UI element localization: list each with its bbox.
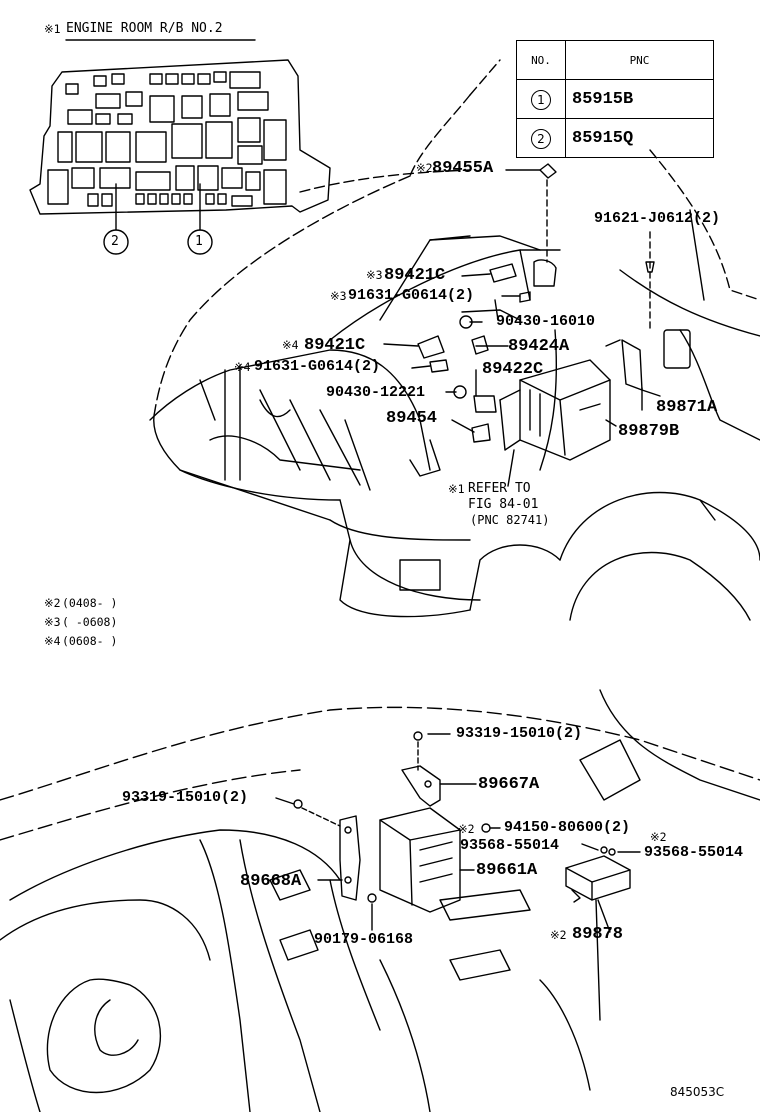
mark-89878: ※2	[550, 928, 567, 942]
mark-93568-b: ※2	[650, 830, 667, 844]
part-label-89661a: 89661A	[476, 861, 538, 880]
table-header-no: NO.	[516, 40, 566, 80]
mark-91631-a: ※3	[330, 289, 347, 303]
part-label-89424a: 89424A	[508, 337, 570, 356]
part-label-93319-b: 93319-15010(2)	[122, 789, 249, 806]
note-mark: ※3	[44, 615, 61, 629]
table-row: 2 85915Q	[516, 118, 714, 158]
mark-89421c-a: ※3	[366, 268, 383, 282]
refer-line-3: (PNC 82741)	[470, 513, 550, 527]
mark-89455a: ※2	[416, 161, 433, 175]
part-label-89421c-b: 89421C	[304, 336, 366, 355]
part-label-91631-a: 91631-G0614(2)	[348, 287, 475, 304]
part-label-89668a: 89668A	[240, 872, 302, 891]
mark-94150: ※2	[458, 822, 475, 836]
part-label-89455a: 89455A	[432, 159, 494, 178]
row-number-circle: 2	[531, 128, 551, 149]
part-label-89421c-a: 89421C	[384, 266, 446, 285]
note-text: (0408- )	[62, 596, 118, 610]
refer-line-1: REFER TO	[468, 481, 531, 496]
box-callout-2: 2	[111, 234, 119, 249]
relay-box-mark: ※1	[44, 22, 61, 36]
pnc-table: NO. PNC 1 85915B 2 85915Q	[516, 40, 714, 158]
part-label-93568-b: 93568-55014	[644, 844, 744, 861]
part-label-90430-16010: 90430-16010	[496, 313, 596, 330]
figure-id: 845053C	[670, 1085, 725, 1099]
part-label-89878: 89878	[572, 925, 624, 944]
table-header-pnc: PNC	[565, 40, 714, 80]
table-cell-pnc: 85915Q	[565, 118, 714, 158]
table-row: 1 85915B	[516, 79, 714, 119]
part-label-90179: 90179-06168	[314, 931, 414, 948]
mark-91631-b: ※4	[234, 360, 251, 374]
part-label-90430-12221: 90430-12221	[326, 384, 426, 401]
engine-compartment-drawing	[149, 59, 760, 621]
relay-box-drawing	[29, 39, 331, 255]
part-label-91631-b: 91631-G0614(2)	[254, 358, 381, 375]
refer-line-2: FIG 84-01	[468, 497, 539, 512]
table-cell-pnc: 85915B	[565, 79, 714, 119]
part-label-89879b: 89879B	[618, 422, 680, 441]
part-label-91621: 91621-J0612(2)	[594, 210, 721, 227]
part-label-93319-a: 93319-15010(2)	[456, 725, 583, 742]
note-text: (0608- )	[62, 634, 118, 648]
part-label-89454: 89454	[386, 409, 438, 428]
table-header-row: NO. PNC	[516, 40, 714, 80]
dashboard-drawing	[0, 689, 760, 1112]
part-label-89667a: 89667A	[478, 775, 540, 794]
refer-mark: ※1	[448, 482, 465, 496]
box-callout-1: 1	[195, 234, 203, 249]
row-number-circle: 1	[531, 89, 551, 110]
mark-89421c-b: ※4	[282, 338, 299, 352]
note-text: ( -0608)	[62, 615, 118, 629]
part-label-93568-a: 93568-55014	[460, 837, 560, 854]
note-mark: ※2	[44, 596, 61, 610]
part-label-89871a: 89871A	[656, 398, 718, 417]
part-label-89422c: 89422C	[482, 360, 544, 379]
note-mark: ※4	[44, 634, 61, 648]
part-label-94150: 94150-80600(2)	[504, 819, 631, 836]
relay-box-title: ENGINE ROOM R/B NO.2	[66, 21, 223, 36]
